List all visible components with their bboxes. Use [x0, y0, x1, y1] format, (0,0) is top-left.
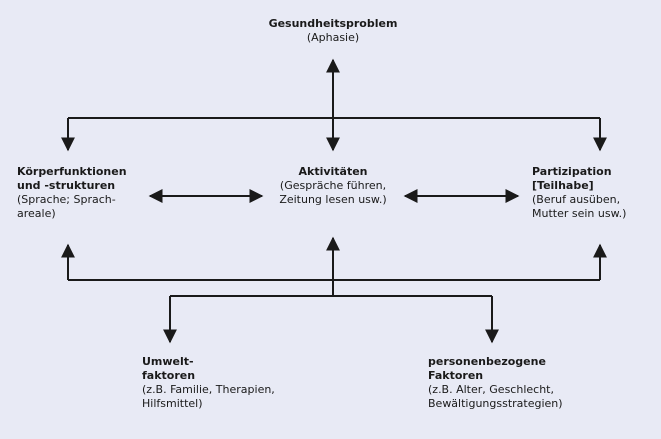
node-health-problem: Gesundheitsproblem (Aphasie)	[233, 17, 433, 45]
node-participation: Partizipation [Teilhabe] (Beruf ausüben,…	[532, 165, 657, 221]
body-functions-title: Körperfunktionen und -strukturen	[17, 165, 127, 192]
personal-factors-title: personenbezogene Faktoren	[428, 355, 546, 382]
health-problem-detail: (Aphasie)	[306, 31, 360, 44]
personal-factors-detail: (z.B. Alter, Geschlecht, Bewältigungsstr…	[428, 383, 563, 410]
activities-title: Aktivitäten	[298, 165, 368, 178]
activities-detail: (Gespräche führen, Zeitung lesen usw.)	[279, 179, 387, 206]
node-body-functions: Körperfunktionen und -strukturen (Sprach…	[17, 165, 157, 221]
node-activities: Aktivitäten (Gespräche führen, Zeitung l…	[263, 165, 403, 207]
environmental-factors-title: Umwelt- faktoren	[142, 355, 196, 382]
environmental-factors-detail: (z.B. Familie, Therapien, Hilfsmittel)	[142, 383, 275, 410]
health-problem-title: Gesundheitsproblem	[268, 17, 398, 30]
body-functions-detail: (Sprache; Sprach- areale)	[17, 193, 116, 220]
participation-detail: (Beruf ausüben, Mutter sein usw.)	[532, 193, 627, 220]
participation-title: Partizipation [Teilhabe]	[532, 165, 612, 192]
node-personal-factors: personenbezogene Faktoren (z.B. Alter, G…	[428, 355, 628, 411]
node-environmental-factors: Umwelt- faktoren (z.B. Familie, Therapie…	[142, 355, 322, 411]
